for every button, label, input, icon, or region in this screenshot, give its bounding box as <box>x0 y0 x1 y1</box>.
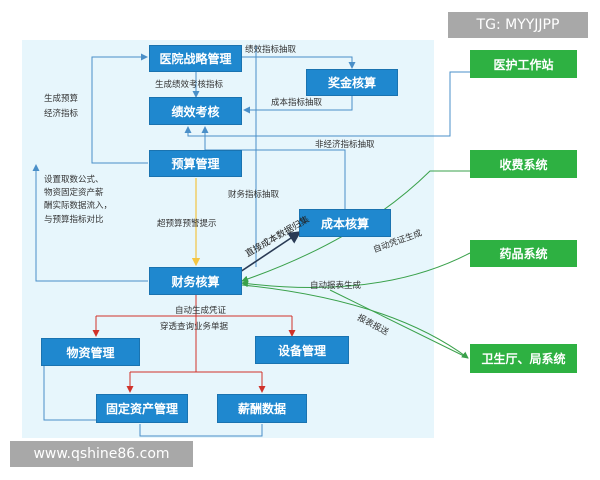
label-cost-indicator-extract: 成本指标抽取 <box>271 98 323 108</box>
watermark-bottom: www.qshine86.com <box>10 441 193 467</box>
link-pharmacy-finance <box>241 252 471 288</box>
label-non-econ-extract: 非经济指标抽取 <box>315 140 375 150</box>
watermark-top: TG: MYYJJPP <box>448 12 588 38</box>
label-drill-business-doc: 穿透查询业务单据 <box>160 322 229 332</box>
label-gen-budget-line2: 经济指标 <box>44 108 79 119</box>
label-auto-gen-voucher: 自动生成凭证 <box>175 306 227 316</box>
fetch-formula-line: 酬实际数据流入， <box>44 201 113 212</box>
box-health-bureau[interactable]: 卫生厅、局系统 <box>470 344 577 373</box>
link-finance-cost <box>239 231 302 273</box>
fetch-formula-line: 物资固定资产薪 <box>44 188 104 199</box>
link-finance-budget-left <box>32 164 148 282</box>
box-bonus[interactable]: 奖金核算 <box>306 69 398 96</box>
label-gen-budget: 生成预算 经济指标 <box>44 94 78 119</box>
label-finance-indicator-extract: 财务指标抽取 <box>228 190 280 200</box>
label-over-budget-warning: 超预算预警提示 <box>157 219 217 229</box>
fetch-formula-line: 与预算指标对比 <box>44 214 104 225</box>
box-salary[interactable]: 薪酬数据 <box>217 394 307 423</box>
link-budget-strategy <box>91 53 148 164</box>
link-report-submit <box>329 289 469 359</box>
box-pharmacy[interactable]: 药品系统 <box>470 240 577 267</box>
link-bonus-performance <box>243 96 353 114</box>
box-equipment[interactable]: 设备管理 <box>255 336 349 364</box>
box-cost[interactable]: 成本核算 <box>299 209 391 237</box>
label-fetch-formula: 设置取数公式、 物资固定资产薪 酬实际数据流入， 与预算指标对比 <box>44 174 112 227</box>
link-cost-performance <box>201 126 346 209</box>
box-strategy[interactable]: 医院战略管理 <box>149 45 242 72</box>
box-fixed-assets[interactable]: 固定资产管理 <box>96 394 188 423</box>
box-charging[interactable]: 收费系统 <box>470 150 577 178</box>
fetch-formula-line: 设置取数公式、 <box>44 175 104 185</box>
label-gen-perf-indicator: 生成绩效考核指标 <box>155 80 224 90</box>
label-perf-indicator-extract: 绩效指标抽取 <box>245 45 297 55</box>
label-auto-report-gen: 自动报表生成 <box>310 281 362 291</box>
link-strategy-bonus <box>242 56 356 69</box>
box-workstation[interactable]: 医护工作站 <box>470 50 577 78</box>
box-performance[interactable]: 绩效考核 <box>149 97 242 125</box>
box-materials[interactable]: 物资管理 <box>41 338 140 366</box>
box-finance[interactable]: 财务核算 <box>149 267 242 295</box>
box-budget[interactable]: 预算管理 <box>149 150 242 177</box>
link-workstation-performance <box>184 71 470 137</box>
link-salary-return <box>139 424 263 437</box>
label-gen-budget-line1: 生成预算 <box>44 94 79 104</box>
